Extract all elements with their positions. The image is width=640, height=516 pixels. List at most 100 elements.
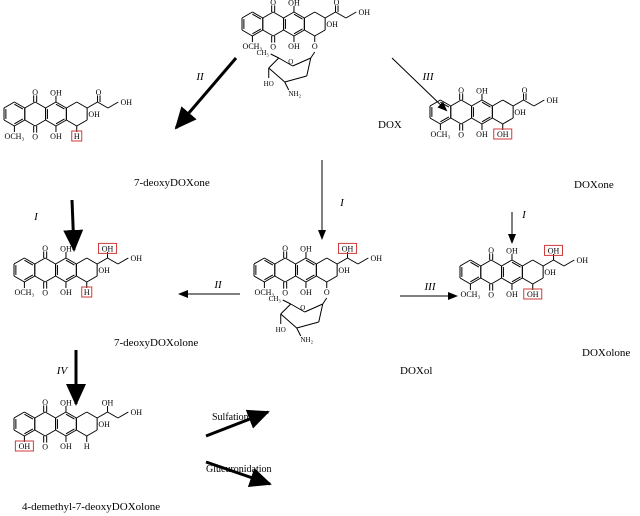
ring-bond xyxy=(86,411,98,419)
ring-bond xyxy=(65,274,75,281)
ring-bond xyxy=(55,257,67,265)
c9-hydroxyl-label: OH xyxy=(98,266,110,275)
ring-bond xyxy=(326,257,338,265)
terminal-hydroxyl-label: OH xyxy=(547,96,559,105)
ring-bond xyxy=(55,119,67,127)
oxygen-label: O xyxy=(42,244,48,253)
oxygen-label: O xyxy=(488,291,494,300)
glycosidic-oxygen-label: O xyxy=(312,42,318,51)
ring-bond xyxy=(13,411,25,419)
ring-bond xyxy=(262,29,274,37)
ring-bond xyxy=(304,29,315,37)
oxygen-label: O xyxy=(270,43,276,52)
ring-bond xyxy=(24,411,36,419)
ring-bond xyxy=(470,277,482,285)
oxygen-label: O xyxy=(32,133,38,142)
ring-bond xyxy=(24,259,34,266)
arrow-glucuronidation xyxy=(205,460,272,487)
ring-bond xyxy=(264,274,274,281)
ring-bond xyxy=(55,275,67,283)
ring-bond xyxy=(274,275,286,283)
ring-bond xyxy=(492,117,503,125)
ring-bond xyxy=(471,117,483,125)
ring-bond xyxy=(490,277,502,285)
ring-bond xyxy=(65,257,77,265)
side-chain-bond xyxy=(96,411,108,419)
c13-hydroxyl-label: OH xyxy=(548,246,560,255)
ring-bond xyxy=(440,116,450,123)
ring-bond xyxy=(34,101,46,109)
hydroxyl-label: OH xyxy=(506,290,518,299)
arrow-dox-to-doxone xyxy=(391,57,448,112)
hydroxyl-label: OH xyxy=(60,288,72,297)
terminal-hydroxyl-label: OH xyxy=(131,254,143,263)
ring-bond xyxy=(13,257,25,265)
side-chain-bond xyxy=(107,101,119,109)
terminal-hydroxyl-label: OH xyxy=(121,98,133,107)
hydroxyl-label: OH xyxy=(50,132,62,141)
terminal-hydroxyl-label: OH xyxy=(577,256,589,265)
ring-bond xyxy=(65,259,75,266)
methoxy-label: OCH₃ xyxy=(255,288,275,297)
ring-bond xyxy=(264,275,276,283)
ring-bond xyxy=(284,257,296,265)
pathway-label-doxone-to-doxolone: I xyxy=(521,209,527,221)
oxygen-label: O xyxy=(282,289,288,298)
ring-bond xyxy=(502,99,514,107)
ring-bond xyxy=(44,429,56,437)
sugar-hydroxyl-label: HO xyxy=(264,80,274,88)
ring-bond xyxy=(492,99,503,107)
sugar-bond xyxy=(268,57,280,69)
ring-bond xyxy=(44,275,56,283)
hydroxyl-label: OH xyxy=(288,42,300,51)
ring-bond xyxy=(470,259,482,267)
ring-bond xyxy=(293,11,305,19)
c9-hydroxyl-label: OH xyxy=(544,268,556,277)
ring-bond xyxy=(55,429,67,437)
ring-bond xyxy=(14,103,24,110)
ring-bond xyxy=(241,11,253,19)
ring-bond xyxy=(511,259,523,267)
hydroxyl-label: OH xyxy=(300,244,312,253)
ring-bond xyxy=(501,259,513,267)
sugar-bond xyxy=(296,327,302,337)
c13-hydroxyl-label: OH xyxy=(102,244,114,253)
c7-hydroxyl-label: OH xyxy=(527,290,539,299)
oxygen-label: O xyxy=(42,289,48,298)
pathway-label-doxol-to-doxolone: III xyxy=(424,281,437,293)
pathway-label-dox-to-deoxydoxone: II xyxy=(195,71,205,83)
ring-bond xyxy=(55,411,67,419)
hydroxyl-label: OH xyxy=(476,86,488,95)
ring-bond xyxy=(86,429,98,437)
ring-bond xyxy=(293,13,303,20)
pathway-label-doxol-to-deoxydoxolone: II xyxy=(213,279,223,291)
ring-bond xyxy=(459,277,471,285)
ring-bond xyxy=(522,277,533,285)
methoxy-label: OCH₃ xyxy=(431,130,451,139)
ring-bond xyxy=(490,259,502,267)
ring-bond xyxy=(293,28,303,35)
ring-bond xyxy=(45,101,57,109)
ring-bond xyxy=(283,29,295,37)
c7-highlight-box xyxy=(71,130,83,142)
ring-bond xyxy=(253,275,265,283)
side-chain-bond xyxy=(345,11,357,19)
oxygen-label: O xyxy=(42,398,48,407)
glycosidic-oxygen-label: O xyxy=(324,288,330,297)
methoxy-label: OCH₃ xyxy=(15,288,35,297)
side-chain-bond xyxy=(107,411,119,419)
side-chain-bond xyxy=(533,99,545,107)
ring-bond xyxy=(262,11,274,19)
c9-hydroxyl-label: OH xyxy=(514,108,526,117)
ring-bond xyxy=(502,117,514,125)
ring-bond xyxy=(24,428,34,435)
ring-bond xyxy=(55,101,67,109)
sugar-bond xyxy=(280,313,298,329)
ring-bond xyxy=(295,257,307,265)
sugar-bond xyxy=(284,81,290,91)
